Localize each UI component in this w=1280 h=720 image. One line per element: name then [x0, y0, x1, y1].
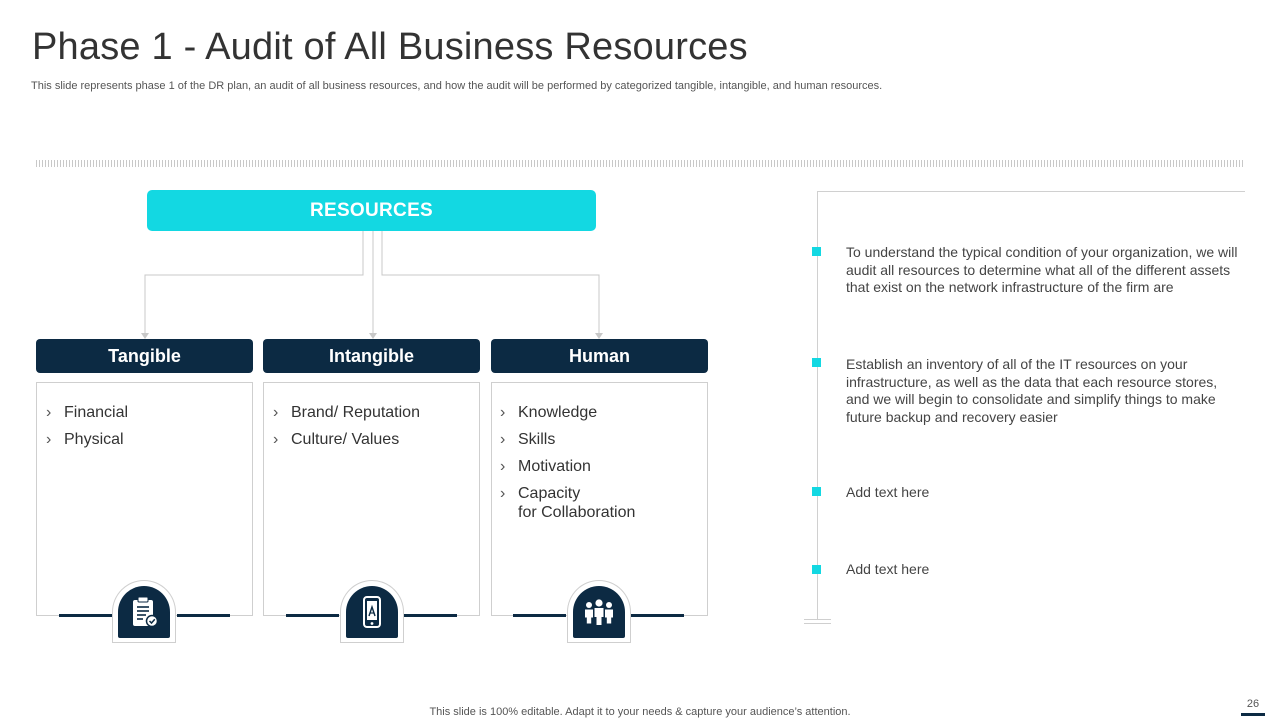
bullet-square-icon: [812, 247, 821, 256]
tangible-heading: Tangible: [36, 339, 253, 373]
resources-label: RESOURCES: [309, 199, 434, 221]
human-heading: Human: [491, 339, 708, 373]
list-item: ›Physical: [46, 431, 124, 448]
chevron-right-icon: ›: [273, 404, 279, 421]
timeline-line: [817, 191, 818, 619]
chevron-right-icon: ›: [500, 485, 506, 502]
list-item: ›Skills: [500, 431, 556, 448]
chevron-right-icon: ›: [46, 404, 52, 421]
arrowhead-tangible: [141, 333, 149, 339]
team-people-icon: [585, 599, 613, 625]
intangible-heading: Intangible: [263, 339, 480, 373]
tangible-list: ›Financial ›Physical: [46, 403, 128, 457]
tangible-baseline-right: [177, 614, 230, 617]
tangible-baseline-left: [59, 614, 112, 617]
hatched-divider: [36, 160, 1244, 167]
bullet-square-icon: [812, 358, 821, 367]
human-icon-badge: [567, 580, 633, 644]
chevron-right-icon: ›: [46, 431, 52, 448]
arrowhead-human: [595, 333, 603, 339]
point-4-text: Add text here: [846, 561, 930, 577]
intangible-icon-badge: [340, 580, 406, 644]
intangible-baseline-left: [286, 614, 339, 617]
intangible-box: [263, 382, 480, 616]
list-item: ›Knowledge: [500, 404, 598, 421]
resources-banner: RESOURCES: [147, 190, 596, 231]
point-1-text: To understand the typical condition of y…: [846, 244, 1238, 295]
human-box: [491, 382, 708, 616]
human-heading-label: Human: [568, 345, 630, 366]
chevron-right-icon: ›: [500, 404, 506, 421]
page-number: 26: [1246, 698, 1260, 710]
list-item: ›Financial: [46, 404, 129, 421]
list-item: ›Culture/ Values: [273, 431, 400, 448]
chevron-right-icon: ›: [500, 431, 506, 448]
human-list: ›Knowledge ›Skills ›Motivation ›Capacity…: [500, 403, 635, 530]
slide-subtitle: This slide represents phase 1 of the DR …: [31, 80, 883, 92]
connector-tangible: [144, 231, 364, 333]
human-baseline-right: [631, 614, 684, 617]
intangible-list: ›Brand/ Reputation ›Culture/ Values: [273, 403, 420, 457]
tangible-icon-badge: [112, 580, 178, 644]
timeline-top-rule: [817, 191, 1245, 192]
intangible-baseline-right: [404, 614, 457, 617]
bullet-square-icon: [812, 487, 821, 496]
arrowhead-intangible: [369, 333, 377, 339]
intangible-heading-label: Intangible: [329, 345, 414, 366]
chevron-right-icon: ›: [500, 458, 506, 475]
point-2-text: Establish an inventory of all of the IT …: [846, 356, 1218, 425]
list-item: ›Brand/ Reputation: [273, 404, 420, 421]
timeline-foot: [804, 619, 831, 624]
bullet-square-icon: [812, 565, 821, 574]
tangible-heading-label: Tangible: [108, 345, 181, 366]
slide-title: Phase 1 - Audit of All Business Resource…: [32, 26, 748, 68]
list-item: ›Capacity for Collaboration: [500, 485, 636, 521]
human-baseline-left: [513, 614, 566, 617]
connector-human: [381, 231, 600, 333]
footer-note: This slide is 100% editable. Adapt it to…: [429, 706, 851, 718]
clipboard-check-icon: [133, 596, 159, 628]
point-3-text: Add text here: [846, 484, 930, 500]
page-number-underline: [1241, 713, 1265, 716]
chevron-right-icon: ›: [273, 431, 279, 448]
list-item: ›Motivation: [500, 458, 591, 475]
mobile-phone-icon: [363, 596, 381, 628]
tangible-box: [36, 382, 253, 616]
